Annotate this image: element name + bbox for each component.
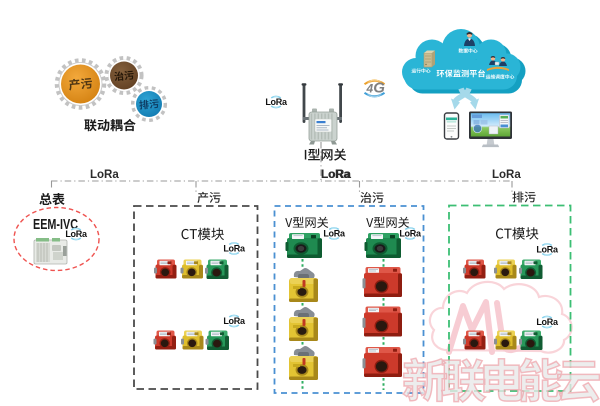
svg-text:LoRa: LoRa xyxy=(321,167,351,181)
svg-text:4G: 4G xyxy=(366,79,386,96)
svg-text:LoRa: LoRa xyxy=(492,169,521,181)
svg-text:LoRa: LoRa xyxy=(321,169,350,181)
svg-text:LoRa: LoRa xyxy=(90,169,119,181)
